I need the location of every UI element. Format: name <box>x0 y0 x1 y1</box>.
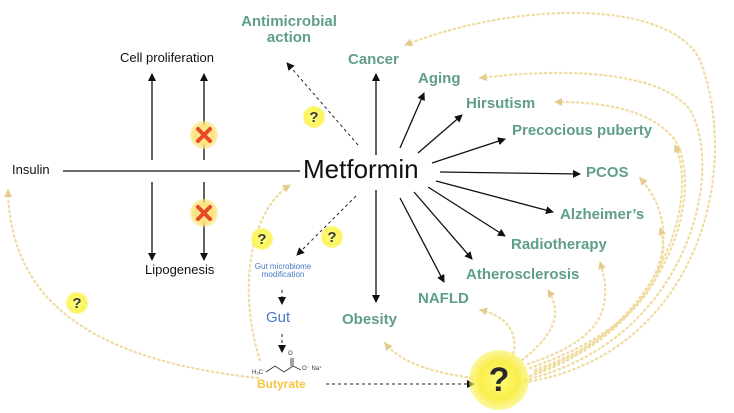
aging-label: Aging <box>418 70 461 87</box>
chem-ona-label: O⁻ Na⁺ <box>302 366 323 372</box>
feedback-curve-alzheimers <box>528 226 667 370</box>
arrow-hirsutism <box>417 114 463 154</box>
hirsutism-label: Hirsutism <box>466 95 536 112</box>
arrow-radiotherapy <box>427 186 506 237</box>
arrow-antimicrobial <box>286 62 359 146</box>
question-marker-microbiome: ? <box>321 226 343 248</box>
question-marker-left-mid: ? <box>251 228 273 250</box>
alzheimers-label: Alzheimer’s <box>560 206 645 223</box>
block-x-icon-upper <box>190 121 218 149</box>
metformin-label: Metformin <box>303 154 419 184</box>
feedback-curve-cancer <box>403 11 717 385</box>
feedback-curve-atherosclerosis <box>520 288 557 362</box>
arrow-microbiome <box>296 195 357 256</box>
precocious-puberty-label: Precocious puberty <box>512 122 653 139</box>
feedback-curve-insulin <box>4 188 260 380</box>
nafld-label: NAFLD <box>418 290 469 307</box>
feedback-curve-obesity <box>383 341 474 380</box>
arrow-precocious <box>431 137 506 164</box>
question-marker-large: ? <box>469 350 529 410</box>
feedback-curve-pcos <box>533 176 665 372</box>
butyrate-label: Butyrate <box>257 377 306 391</box>
chem-h3c-label: H₃C <box>252 370 264 376</box>
arrow-atherosclerosis <box>413 191 473 260</box>
feedback-curve-radiotherapy <box>526 260 607 366</box>
block-x-icon-lower <box>190 199 218 227</box>
butyrate-molecule <box>265 358 302 373</box>
chem-o-label: O <box>288 351 293 357</box>
gut-label: Gut <box>266 309 291 326</box>
question-marker-antimicrobial: ? <box>303 106 325 128</box>
question-marker-insulin: ? <box>66 292 88 314</box>
atherosclerosis-label: Atherosclerosis <box>466 266 580 283</box>
arrow-pcos <box>439 169 581 178</box>
cell-proliferation-label: Cell proliferation <box>120 50 214 65</box>
feedback-curve-hirsutism <box>528 98 687 378</box>
insulin-label: Insulin <box>12 162 50 177</box>
pcos-label: PCOS <box>586 164 629 181</box>
feedback-curve-metformin <box>247 183 292 362</box>
lipogenesis-label: Lipogenesis <box>145 262 215 277</box>
radiotherapy-label: Radiotherapy <box>511 236 607 253</box>
arrow-aging <box>399 92 425 149</box>
feedback-curve-nafld <box>478 307 516 360</box>
cancer-label: Cancer <box>348 51 399 68</box>
feedback-curve-aging <box>478 71 704 382</box>
arrow-alzheimers <box>435 180 554 215</box>
obesity-label: Obesity <box>342 311 398 328</box>
arrow-nafld <box>399 197 445 283</box>
